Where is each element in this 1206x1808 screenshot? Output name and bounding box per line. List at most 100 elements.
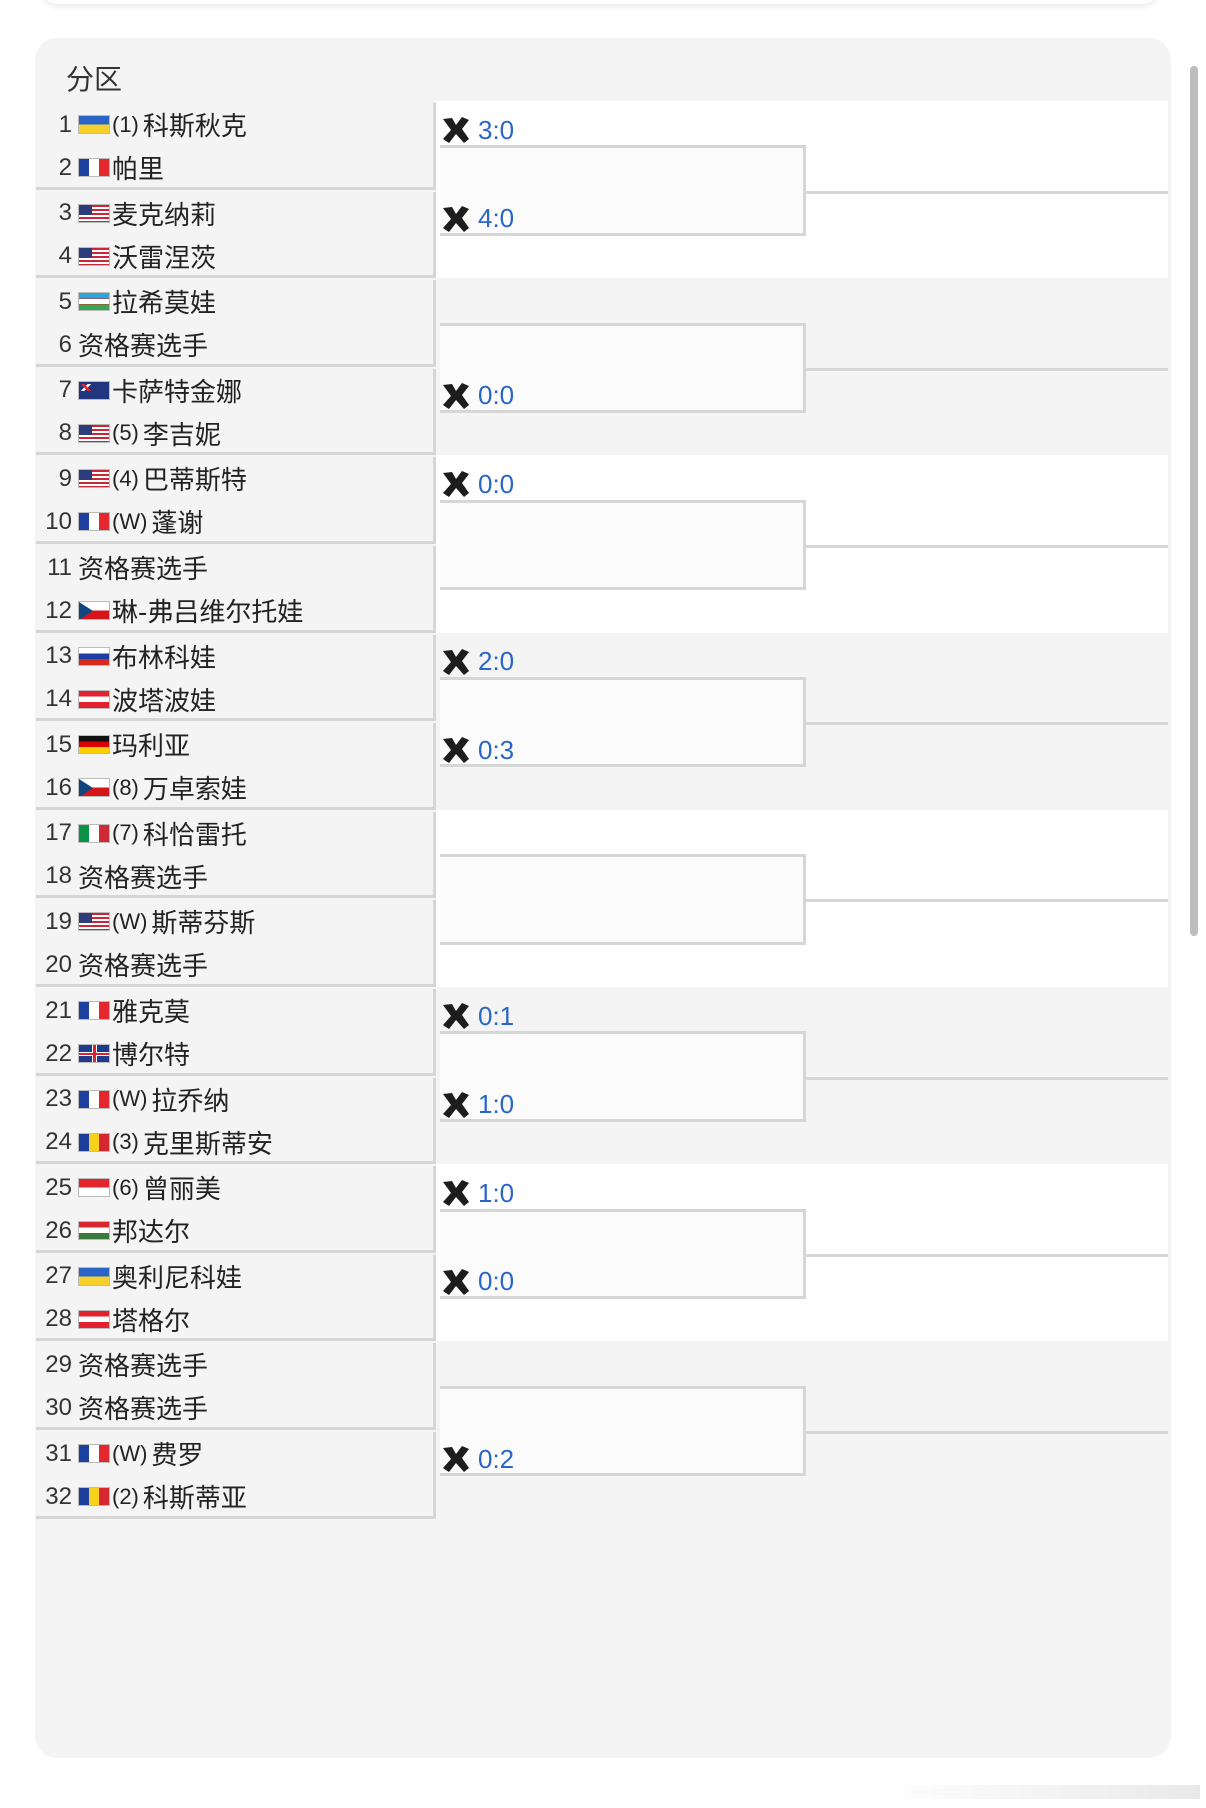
player-name: 科恰雷托: [142, 820, 247, 851]
h2h-score[interactable]: 2:0: [440, 645, 514, 679]
seed-label: (7): [112, 820, 139, 846]
player-name: 蓬谢: [151, 509, 204, 540]
section-title: 分区: [66, 63, 123, 96]
player-entry[interactable]: 24(3)克里斯蒂安: [36, 1121, 436, 1164]
player-entry[interactable]: 32(2)科斯蒂亚: [36, 1475, 436, 1518]
player-entry[interactable]: 17(7)科恰雷托: [36, 812, 436, 855]
draw-position: 13: [45, 642, 72, 670]
draw-position: 27: [45, 1262, 72, 1290]
player-name: 资格赛选手: [78, 1352, 209, 1383]
player-entry[interactable]: 1(1)科斯秋克: [36, 103, 436, 146]
bracket-line: [806, 1253, 1168, 1257]
bracket-line: [806, 1076, 1168, 1080]
h2h-score[interactable]: 0:3: [440, 733, 514, 767]
h2h-score[interactable]: 0:0: [440, 379, 514, 413]
player-name: 沃雷涅茨: [112, 243, 217, 274]
player-name: 雅克莫: [112, 998, 191, 1028]
bracket-connector: [440, 676, 806, 768]
draw-position: 22: [45, 1039, 72, 1067]
player-entry[interactable]: 10(W)蓬谢: [36, 500, 436, 543]
h2h-score[interactable]: 0:0: [440, 1265, 514, 1299]
player-entry[interactable]: 28 塔格尔: [36, 1298, 436, 1341]
player-name: 曾丽美: [142, 1175, 221, 1206]
player-name: 资格赛选手: [78, 863, 209, 894]
draw-position: 28: [45, 1305, 72, 1333]
draw-position: 26: [45, 1216, 72, 1244]
bracket-connector: [440, 145, 806, 236]
h2h-score-value: 0:0: [478, 1266, 515, 1297]
uk-flag-icon: [78, 1044, 110, 1063]
bracket-connector: [440, 1031, 806, 1122]
usa-flag-icon: [78, 469, 110, 489]
h2h-swords-icon: [440, 1444, 472, 1474]
seed-label: (5): [112, 420, 139, 446]
h2h-score[interactable]: 0:2: [440, 1442, 514, 1476]
h2h-score[interactable]: 0:0: [440, 467, 514, 501]
scrollbar[interactable]: [1190, 66, 1198, 936]
seed-label: (W): [112, 908, 148, 934]
player-entry[interactable]: 9(4)巴蒂斯特: [36, 457, 436, 500]
bracket-connector: [440, 322, 806, 414]
player-entry[interactable]: 16(8)万卓索娃: [36, 766, 436, 809]
h2h-score[interactable]: 1:0: [440, 1176, 514, 1210]
player-entry[interactable]: 19(W)斯蒂芬斯: [36, 900, 436, 943]
draw-position: 12: [45, 596, 72, 624]
player-entry[interactable]: 23(W)拉乔纳: [36, 1078, 436, 1121]
uzbekistan-flag-icon: [78, 292, 110, 312]
seed-label: (W): [112, 1086, 148, 1112]
player-name: 塔格尔: [112, 1306, 191, 1337]
bracket-line: [806, 722, 1168, 726]
draw-position: 9: [58, 464, 72, 492]
russia-flag-icon: [78, 646, 110, 666]
h2h-score[interactable]: 3:0: [440, 113, 514, 147]
bracket-line: [806, 1431, 1168, 1434]
player-entry[interactable]: 25(6)曾丽美: [36, 1166, 436, 1209]
draw-position: 8: [58, 419, 72, 447]
h2h-score[interactable]: 4:0: [440, 202, 514, 236]
player-entry[interactable]: 31(W)费罗: [36, 1432, 436, 1475]
h2h-score[interactable]: 1:0: [440, 1088, 514, 1122]
seed-label: (4): [112, 465, 139, 491]
player-entry[interactable]: 8(5)李吉妮: [36, 412, 436, 455]
h2h-score-value: 4:0: [478, 203, 515, 234]
austria-flag-icon: [78, 689, 110, 709]
h2h-score[interactable]: 0:1: [440, 999, 514, 1033]
seed-label: (W): [112, 1440, 148, 1466]
h2h-score-value: 0:0: [478, 468, 515, 499]
